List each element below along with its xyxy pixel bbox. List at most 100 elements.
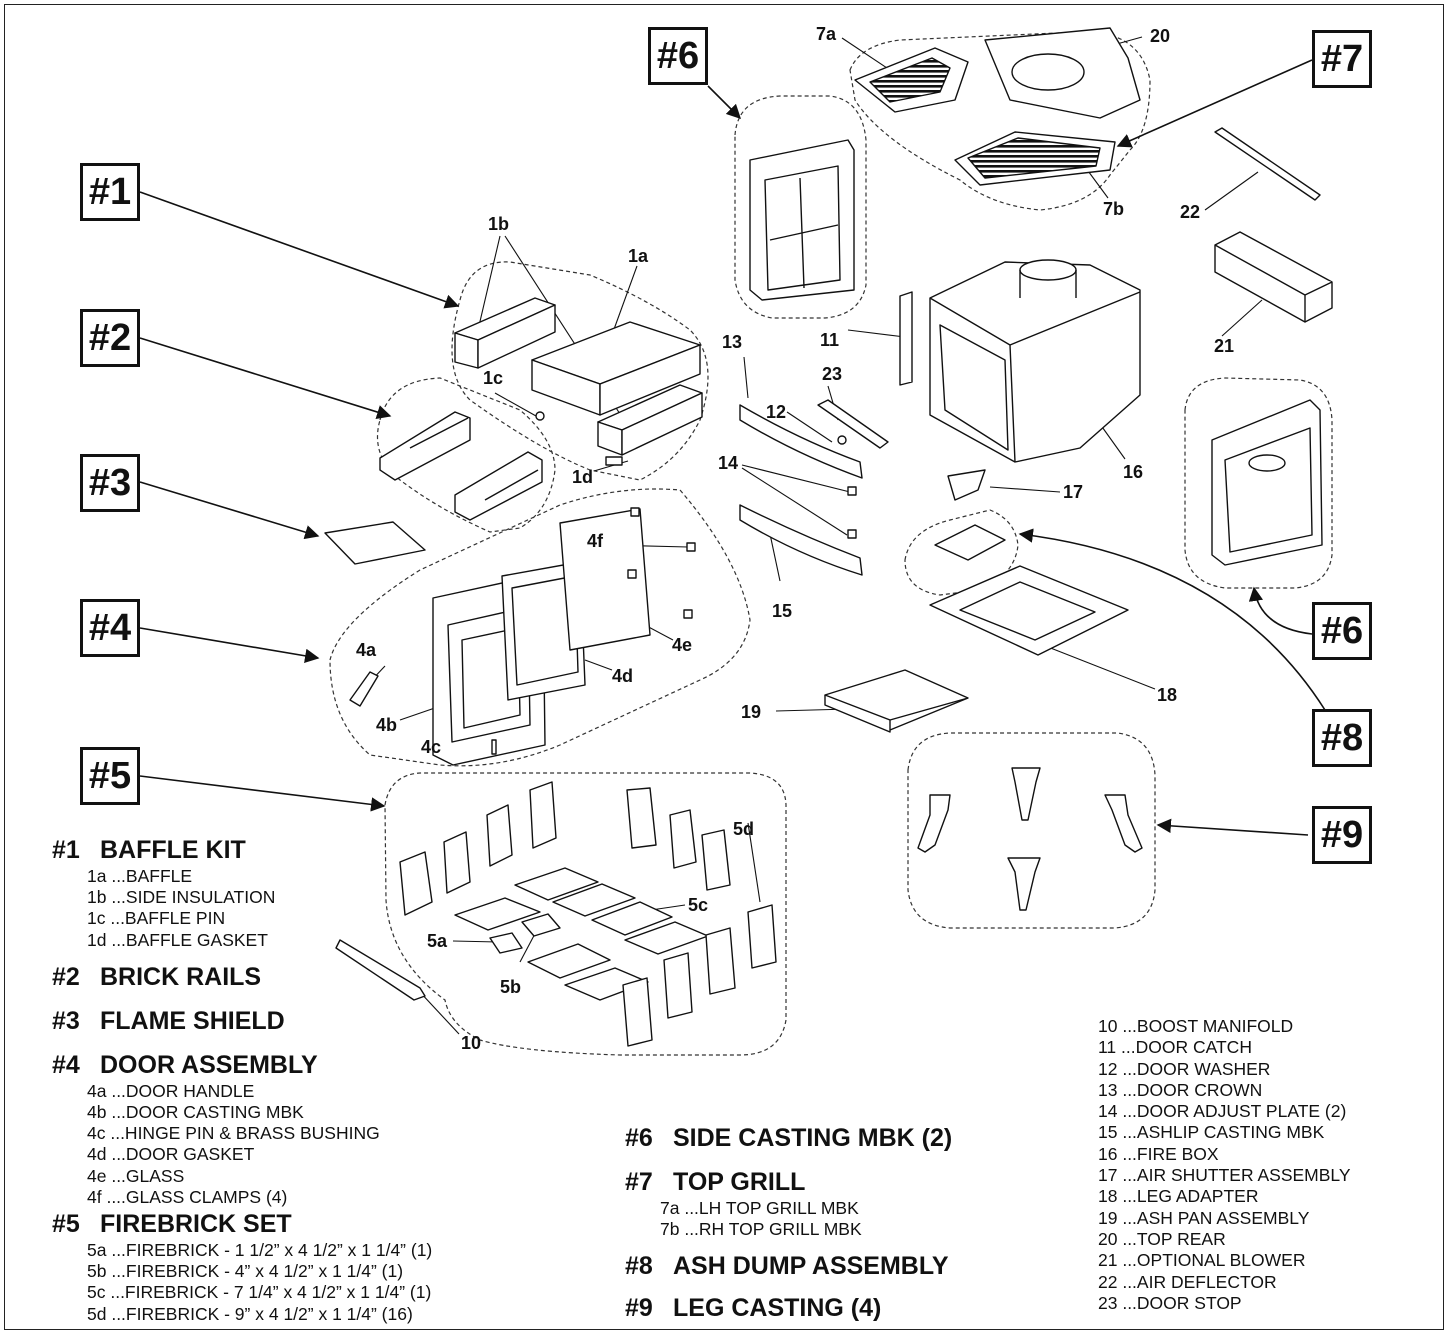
callout-10: 10 — [461, 1033, 482, 1053]
legend-group-6: #6 SIDE CASTING MBK (2) — [625, 1124, 1045, 1154]
box-label-4: #4 — [80, 599, 140, 657]
parts-list-item: 20 ...TOP REAR — [1098, 1228, 1226, 1249]
leader-6-right — [1248, 586, 1313, 635]
callout-1b: 1b — [488, 214, 510, 234]
leader-8 — [1018, 528, 1326, 711]
callout-4b: 4b — [376, 715, 398, 735]
callout-1d: 1d — [572, 467, 594, 487]
callout-4f: 4f — [587, 531, 604, 551]
legend-num: #2 — [52, 962, 80, 991]
box-label-3: #3 — [80, 454, 140, 512]
callout-16: 16 — [1123, 462, 1144, 482]
legend-item: 4b ...DOOR CASTING MBK — [87, 1102, 304, 1123]
legend-item: 4d ...DOOR GASKET — [87, 1144, 255, 1165]
box-label-9: #9 — [1312, 806, 1372, 864]
box-label-1: #1 — [80, 163, 140, 221]
parts-list-item: 18 ...LEG ADAPTER — [1098, 1186, 1259, 1207]
callout-13: 13 — [722, 332, 743, 352]
callout-7b: 7b — [1103, 199, 1125, 219]
legend-num: #3 — [52, 1006, 80, 1035]
callout-5d: 5d — [733, 819, 755, 839]
callout-18: 18 — [1157, 685, 1178, 705]
legend-item: 5a ...FIREBRICK - 1 1/2” x 4 1/2” x 1 1/… — [87, 1240, 433, 1261]
parts-list-item: 11 ...DOOR CATCH — [1098, 1037, 1252, 1058]
legend-group-2: #2 BRICK RAILS — [52, 963, 572, 993]
callout-21: 21 — [1214, 336, 1235, 356]
diagram-frame — [4, 4, 1444, 1330]
legend-group-3: #3 FLAME SHIELD — [52, 1007, 572, 1037]
legend-item: 4c ...HINGE PIN & BRASS BUSHING — [87, 1123, 380, 1144]
parts-list-item: 14 ...DOOR ADJUST PLATE (2) — [1098, 1101, 1347, 1122]
legend-title: FLAME SHIELD — [100, 1006, 285, 1035]
callout-4c: 4c — [421, 737, 442, 757]
leader-2 — [139, 337, 392, 420]
legend-item: 5c ...FIREBRICK - 7 1/4” x 4 1/2” x 1 1/… — [87, 1282, 432, 1303]
parts-list-item: 22 ...AIR DEFLECTOR — [1098, 1271, 1277, 1292]
callout-4e: 4e — [672, 635, 693, 655]
legend-num: #5 — [52, 1210, 80, 1239]
legend-title: BRICK RAILS — [100, 962, 262, 991]
legend-item: 7a ...LH TOP GRILL MBK — [660, 1198, 859, 1218]
callout-23: 23 — [822, 364, 843, 384]
leader-9 — [1156, 818, 1309, 836]
group-outline-6-top — [734, 95, 867, 319]
leader-3 — [139, 481, 320, 540]
group-outline-4 — [329, 488, 751, 767]
box-label-8: #8 — [1312, 709, 1372, 767]
legend-title: DOOR ASSEMBLY — [100, 1050, 318, 1079]
group-outline-9 — [907, 732, 1156, 929]
legend-item: 1b ...SIDE INSULATION — [87, 887, 276, 908]
legend-item: 4f ....GLASS CLAMPS (4) — [87, 1186, 288, 1207]
leader-6-top — [707, 85, 742, 120]
callout-12: 12 — [766, 402, 787, 422]
parts-list-item: 23 ...DOOR STOP — [1098, 1292, 1242, 1313]
group-outline-6-right — [1184, 377, 1333, 589]
callout-14: 14 — [718, 453, 739, 473]
group-outline-8 — [904, 509, 1019, 596]
callout-5c: 5c — [688, 895, 709, 915]
callout-4a: 4a — [356, 640, 377, 660]
callout-4d: 4d — [612, 666, 634, 686]
leader-5 — [139, 775, 386, 812]
legend-num: #6 — [625, 1124, 653, 1152]
legend-title: SIDE CASTING MBK (2) — [673, 1124, 953, 1152]
parts-list: 10 ...BOOST MANIFOLD 11 ...DOOR CATCH 12… — [1098, 1016, 1351, 1314]
box-label-5: #5 — [80, 747, 140, 805]
group-outline-2 — [376, 377, 556, 533]
parts-list-item: 16 ...FIRE BOX — [1098, 1143, 1219, 1164]
callout-11: 11 — [820, 330, 840, 350]
box-label-6-top: #6 — [648, 27, 708, 85]
legend-title: FIREBRICK SET — [100, 1210, 292, 1239]
parts-list-item: 17 ...AIR SHUTTER ASSEMBLY — [1098, 1165, 1351, 1186]
parts-list-item: 15 ...ASHLIP CASTING MBK — [1098, 1122, 1325, 1143]
legend-item: 4e ...GLASS — [87, 1165, 185, 1186]
legend-item: 5d ...FIREBRICK - 9” x 4 1/2” x 1 1/4” (… — [87, 1303, 413, 1324]
callout-19: 19 — [741, 702, 762, 722]
leader-1 — [139, 191, 460, 309]
legend-item: 5b ...FIREBRICK - 4” x 4 1/2” x 1 1/4” (… — [87, 1261, 404, 1282]
parts-list-item: 12 ...DOOR WASHER — [1098, 1058, 1271, 1079]
callout-22: 22 — [1180, 202, 1201, 222]
legend-item: 1d ...BAFFLE GASKET — [87, 929, 268, 950]
box-label-2: #2 — [80, 309, 140, 367]
callout-20: 20 — [1150, 26, 1171, 46]
parts-list-item: 19 ...ASH PAN ASSEMBLY — [1098, 1207, 1310, 1228]
legend-item: 4a ...DOOR HANDLE — [87, 1080, 255, 1101]
parts-list-item: 21 ...OPTIONAL BLOWER — [1098, 1250, 1306, 1271]
box-label-6-right: #6 — [1312, 602, 1372, 660]
legend-num: #1 — [52, 836, 80, 864]
leader-4 — [139, 627, 320, 663]
legend-title: LEG CASTING (4) — [673, 1294, 882, 1323]
legend-num: #7 — [625, 1168, 653, 1196]
parts-list-item: 13 ...DOOR CROWN — [1098, 1079, 1263, 1100]
parts-list-item: 10 ...BOOST MANIFOLD — [1098, 1016, 1294, 1036]
callout-7a: 7a — [816, 24, 837, 44]
callout-1a: 1a — [628, 246, 649, 266]
